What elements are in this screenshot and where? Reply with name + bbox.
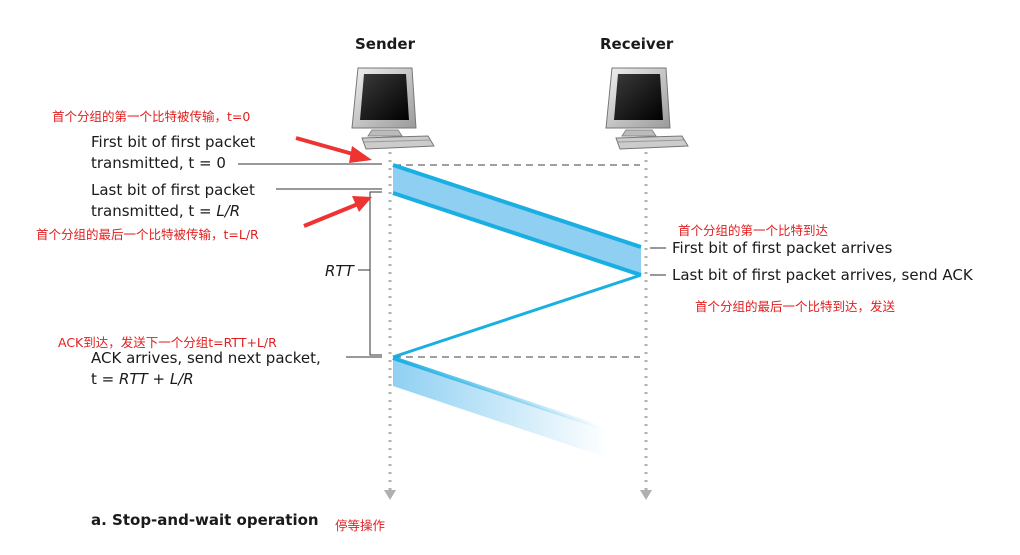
sender-computer-icon [351,67,435,150]
receiver-timeline-arrowhead [640,490,652,500]
second-packet-leading-edge [392,356,601,429]
sender-header: Sender [355,35,415,53]
caption-cn: 停等操作 [335,518,386,533]
second-packet-band [393,358,608,458]
rtt-bracket [369,191,382,356]
annotation-ack-arrive: ACK到达，发送下一个分组t=RTT+L/R [58,335,277,350]
red-arrow-last-bit [303,196,372,228]
first-bit-label-line2: transmitted, t = 0 [91,154,226,172]
red-arrow-first-bit [295,136,372,163]
annotation-first-bit-arrive: 首个分组的第一个比特到达 [678,223,829,238]
last-bit-label-line2: transmitted, t = L/R [91,202,241,220]
ack-label-line2: t = RTT + L/R [91,370,194,388]
annotation-first-bit-tx: 首个分组的第一个比特被传输，t=0 [52,109,251,124]
rtt-label: RTT [325,262,354,280]
ack-label-line1: ACK arrives, send next packet, [91,349,321,367]
last-bit-label-line1: Last bit of first packet [91,181,255,199]
first-packet-leading-edge [392,163,642,249]
recv-last-label: Last bit of first packet arrives, send A… [672,266,973,284]
sender-timeline-arrowhead [384,490,396,500]
recv-first-label: First bit of first packet arrives [672,239,893,257]
annotation-last-bit-tx: 首个分组的最后一个比特被传输，t=L/R [36,227,259,242]
first-packet-band [393,165,641,275]
first-packet-trailing-edge [392,191,642,277]
first-bit-label-line1: First bit of first packet [91,133,256,151]
receiver-header: Receiver [600,35,674,53]
receiver-computer-icon [605,67,689,150]
annotation-last-bit-arrive: 首个分组的最后一个比特到达，发送 [695,299,896,314]
caption: a. Stop-and-wait operation [91,511,319,529]
ack-line [392,273,642,359]
